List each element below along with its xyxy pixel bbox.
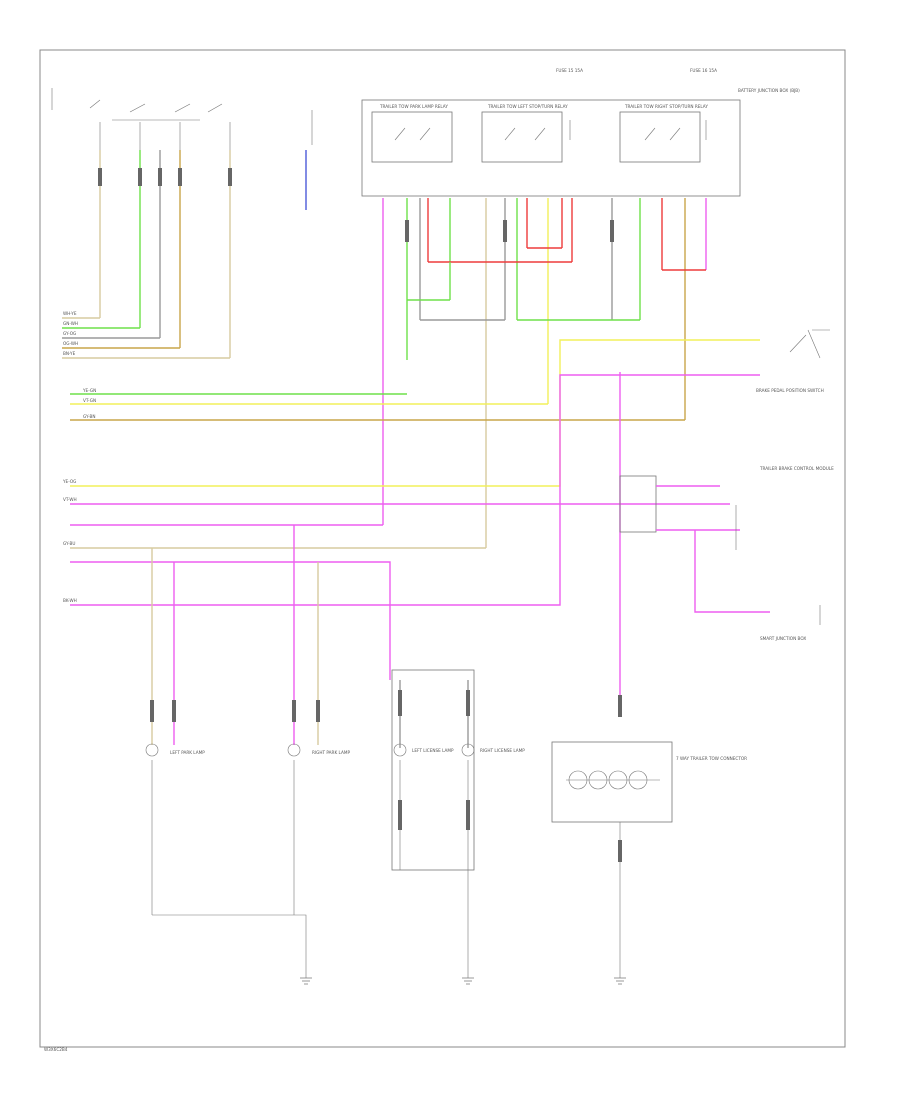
right-license-label: RIGHT LICENSE LAMP: [480, 748, 525, 753]
connector-ticks: [98, 168, 622, 862]
wire-label-2: GN-WH: [63, 321, 78, 326]
wire-label-5: BN-YE: [63, 351, 76, 356]
park-ground-wire: [152, 914, 307, 960]
left-license-lamp: LEFT LICENSE LAMP: [393, 743, 454, 870]
brake-switch: BRAKE PEDAL POSITION SWITCH: [756, 329, 830, 393]
right-license-lamp: RIGHT LICENSE LAMP: [461, 743, 525, 935]
left-license-label: LEFT LICENSE LAMP: [412, 748, 454, 753]
wire-label-7: VT-GN: [83, 398, 96, 403]
fuse-2-label: FUSE 16 15A: [690, 68, 717, 73]
fuse-1-label: FUSE 15 15A: [556, 68, 583, 73]
wire-label-11: GY-BU: [63, 541, 75, 546]
headlamp-switch-group: [51, 88, 231, 150]
trailer-socket: 7 WAY TRAILER TOW CONNECTOR: [551, 741, 747, 960]
trunk-wires: YE-GN VT-GN GY-BN YE-OG VT-WH GY-BU BK-W…: [62, 339, 760, 680]
trailer-relay-1: TRAILER TOW PARK LAMP RELAY: [371, 104, 453, 163]
lower-lamp-wires: [151, 525, 469, 748]
trailer-relay-2: TRAILER TOW LEFT STOP/TURN RELAY: [481, 104, 568, 163]
diagram-frame: [39, 49, 846, 1048]
left-park-lamp: LEFT PARK LAMP: [145, 743, 205, 915]
brake-switch-label: BRAKE PEDAL POSITION SWITCH: [756, 388, 824, 393]
right-park-lamp: RIGHT PARK LAMP: [287, 743, 350, 915]
wire-label-10: VT-WH: [63, 497, 77, 502]
ground-symbols: [300, 935, 626, 985]
trailer-socket-label: 7 WAY TRAILER TOW CONNECTOR: [676, 756, 747, 761]
left-park-label: LEFT PARK LAMP: [170, 750, 205, 755]
trailer-brake-label: TRAILER BRAKE CONTROL MODULE: [759, 466, 834, 471]
relay-2-label: TRAILER TOW LEFT STOP/TURN RELAY: [487, 104, 568, 109]
trailer-brake-control: TRAILER BRAKE CONTROL MODULE SMART JUNCT…: [619, 466, 834, 641]
bjb-label: BATTERY JUNCTION BOX (BJB): [738, 88, 800, 93]
wire-label-4: OG-WH: [63, 341, 78, 346]
smart-jb-label: SMART JUNCTION BOX: [760, 636, 806, 641]
wire-label-12: BK-WH: [63, 598, 77, 603]
relay-3-label: TRAILER TOW RIGHT STOP/TURN RELAY: [624, 104, 708, 109]
relay-wire-bundle: [382, 198, 707, 548]
right-park-label: RIGHT PARK LAMP: [312, 750, 350, 755]
wire-label-6: YE-GN: [82, 388, 96, 393]
wire-label-9: YE-OG: [62, 479, 76, 484]
wire-label-1: WH-YE: [63, 311, 77, 316]
left-switch-wires: WH-YE GN-WH GY-OG OG-WH BN-YE: [62, 150, 231, 359]
relay-1-label: TRAILER TOW PARK LAMP RELAY: [379, 104, 448, 109]
wire-label-3: GY-OG: [63, 331, 76, 336]
trailer-relay-3: TRAILER TOW RIGHT STOP/TURN RELAY: [619, 104, 708, 163]
wire-label-8: GY-BN: [83, 414, 95, 419]
relay-enclosure: [361, 99, 741, 197]
license-lamp-housing: [391, 669, 475, 871]
diagram-id: W3X6C2B4: [44, 1047, 68, 1052]
